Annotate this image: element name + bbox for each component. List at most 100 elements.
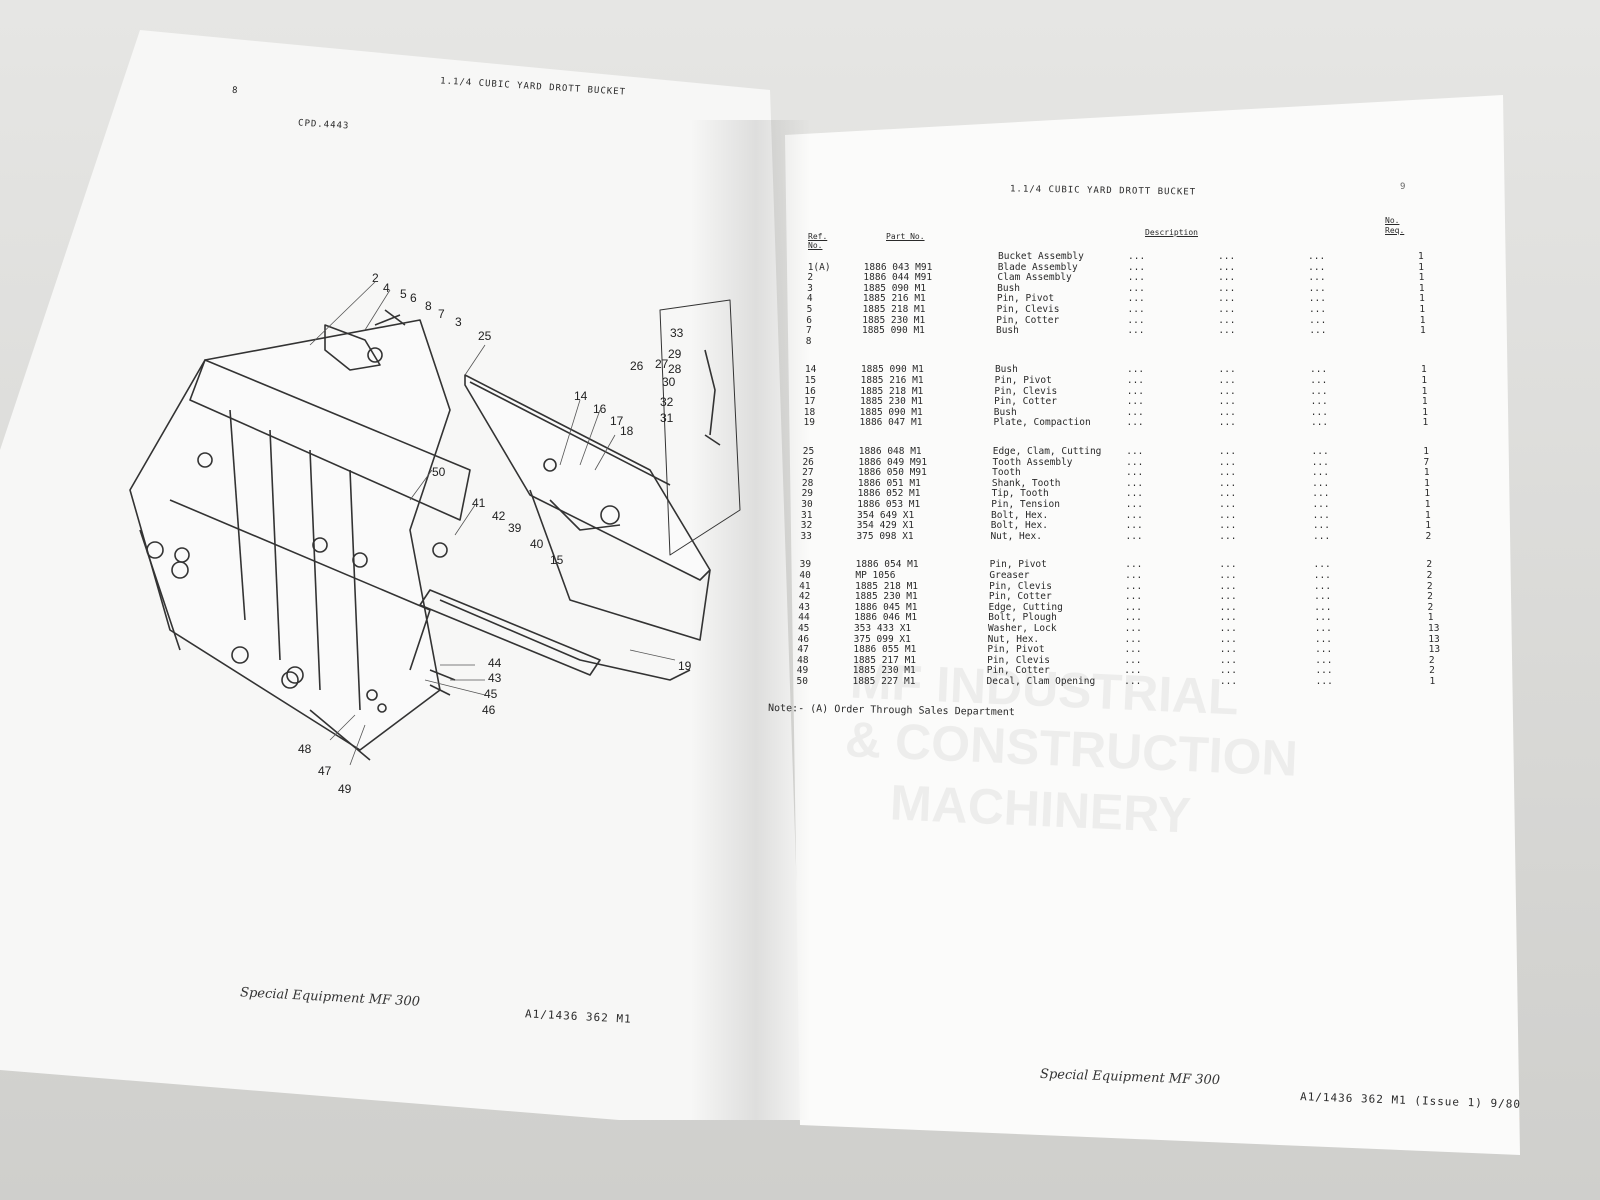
row-description: Pin, Cotter: [996, 314, 1060, 326]
row-description: Tip, Tooth: [991, 488, 1049, 500]
leader-dots: ...: [1218, 272, 1236, 284]
row-ref: 18: [803, 406, 816, 418]
row-part-number: 1885 218 M1: [860, 385, 924, 397]
leader-dots: ...: [1308, 293, 1326, 305]
row-description: Pin, Cotter: [988, 591, 1052, 603]
row-description: Pin, Clevis: [989, 580, 1053, 592]
row-quantity: 1: [1418, 282, 1425, 294]
callout-label: 29: [668, 347, 682, 361]
row-quantity: 1: [1423, 446, 1429, 457]
row-part-number: 1886 050 M91: [858, 467, 927, 479]
leader-dots: ...: [1127, 272, 1145, 284]
leader-dots: ...: [1310, 406, 1328, 418]
row-quantity: 2: [1426, 570, 1433, 581]
exploded-parts-diagram: 2 4 5 6 8 7 3 25 33 29 26 27 28 30 32 31…: [129, 271, 741, 796]
callout-label: 15: [550, 553, 564, 567]
row-quantity: 13: [1428, 623, 1440, 634]
leader-dots: ...: [1218, 396, 1236, 408]
leader-dots: ...: [1312, 499, 1330, 510]
callout-label: 19: [678, 659, 692, 673]
row-description: Tooth: [992, 467, 1021, 479]
row-ref: 2: [807, 272, 814, 284]
leader-dots: ...: [1127, 325, 1145, 337]
row-quantity: 1: [1419, 304, 1426, 315]
leader-dots: ...: [1126, 456, 1144, 468]
row-part-number: 1886 055 M1: [853, 644, 917, 656]
callout-label: 27: [655, 357, 669, 371]
row-description: Bucket Assembly: [998, 251, 1084, 262]
leader-dots: ...: [1219, 477, 1237, 489]
row-description: Pin, Cotter: [986, 665, 1050, 677]
leader-dots: ...: [1125, 520, 1143, 532]
row-part-number: MP 1056: [855, 570, 896, 581]
row-quantity: 2: [1427, 591, 1433, 603]
leader-dots: ...: [1218, 406, 1236, 418]
leader-dots: ...: [1124, 601, 1142, 613]
callout-label: 40: [530, 537, 544, 551]
leader-dots: ...: [1126, 406, 1144, 418]
row-ref: 41: [799, 580, 811, 592]
leader-dots: ...: [1312, 488, 1330, 500]
leader-dots: ...: [1124, 654, 1142, 666]
leader-dots: ...: [1126, 417, 1144, 429]
row-description: Decal, Clam Opening: [986, 676, 1096, 687]
leader-dots: ...: [1218, 261, 1236, 273]
leader-dots: ...: [1219, 509, 1237, 521]
column-header-qty: No. Req.: [1385, 216, 1405, 235]
row-ref: 3: [807, 282, 813, 294]
row-ref: 45: [797, 623, 810, 634]
row-quantity: 1: [1424, 488, 1431, 500]
callout-label: 42: [492, 509, 506, 523]
row-description: Bolt, Hex.: [990, 520, 1048, 532]
leader-dots: ...: [1125, 499, 1143, 510]
leader-dots: ...: [1124, 644, 1142, 656]
row-part-number: 1885 230 M1: [854, 591, 918, 603]
leader-dots: ...: [1219, 570, 1237, 581]
row-quantity: 1: [1421, 364, 1427, 376]
leader-dots: ...: [1218, 282, 1236, 294]
leader-dots: ...: [1124, 633, 1142, 645]
leader-dots: ...: [1309, 325, 1327, 337]
row-ref: 33: [800, 530, 812, 542]
row-quantity: 2: [1426, 580, 1433, 592]
leader-dots: ...: [1310, 417, 1329, 429]
row-part-number: 1885 230 M1: [862, 314, 926, 326]
callout-label: 48: [298, 742, 312, 756]
row-description: Nut, Hex.: [990, 530, 1042, 542]
callout-label: 33: [670, 326, 684, 340]
row-quantity: 2: [1429, 665, 1435, 677]
leader-dots: ...: [1218, 375, 1236, 386]
row-description: Bolt, Plough: [988, 612, 1057, 624]
leader-dots: ...: [1310, 385, 1328, 397]
row-description: Washer, Lock: [987, 623, 1057, 634]
row-quantity: 1: [1419, 325, 1426, 337]
leader-dots: ...: [1218, 417, 1236, 429]
right-page: [785, 95, 1520, 1155]
leader-dots: ...: [1314, 623, 1332, 634]
leader-dots: ...: [1314, 633, 1333, 645]
row-quantity: 1: [1424, 499, 1431, 510]
row-description: Pin, Pivot: [994, 375, 1052, 386]
leader-dots: ...: [1219, 488, 1237, 500]
right-page-number: 9: [1400, 182, 1407, 192]
row-quantity: 1: [1419, 293, 1425, 305]
callout-label: 41: [472, 496, 486, 510]
leader-dots: ...: [1309, 314, 1327, 326]
leader-dots: ...: [1127, 304, 1145, 315]
row-ref: 14: [804, 364, 817, 376]
row-ref: 4: [806, 293, 813, 305]
row-description: Greaser: [989, 570, 1030, 581]
leader-dots: ...: [1218, 385, 1236, 397]
row-quantity: 1: [1422, 417, 1429, 429]
row-part-number: 1885 216 M1: [860, 375, 924, 386]
row-part-number: 1885 216 M1: [862, 293, 926, 305]
row-description: Bush: [997, 282, 1021, 294]
row-quantity: 1: [1422, 406, 1428, 418]
leader-dots: ...: [1127, 314, 1145, 326]
leader-dots: ...: [1310, 364, 1328, 376]
row-description: Tooth Assembly: [992, 456, 1073, 468]
leader-dots: ...: [1315, 644, 1333, 656]
row-quantity: 1: [1427, 612, 1434, 624]
leader-dots: ...: [1125, 477, 1144, 489]
row-part-number: 1885 090 M1: [860, 364, 924, 376]
